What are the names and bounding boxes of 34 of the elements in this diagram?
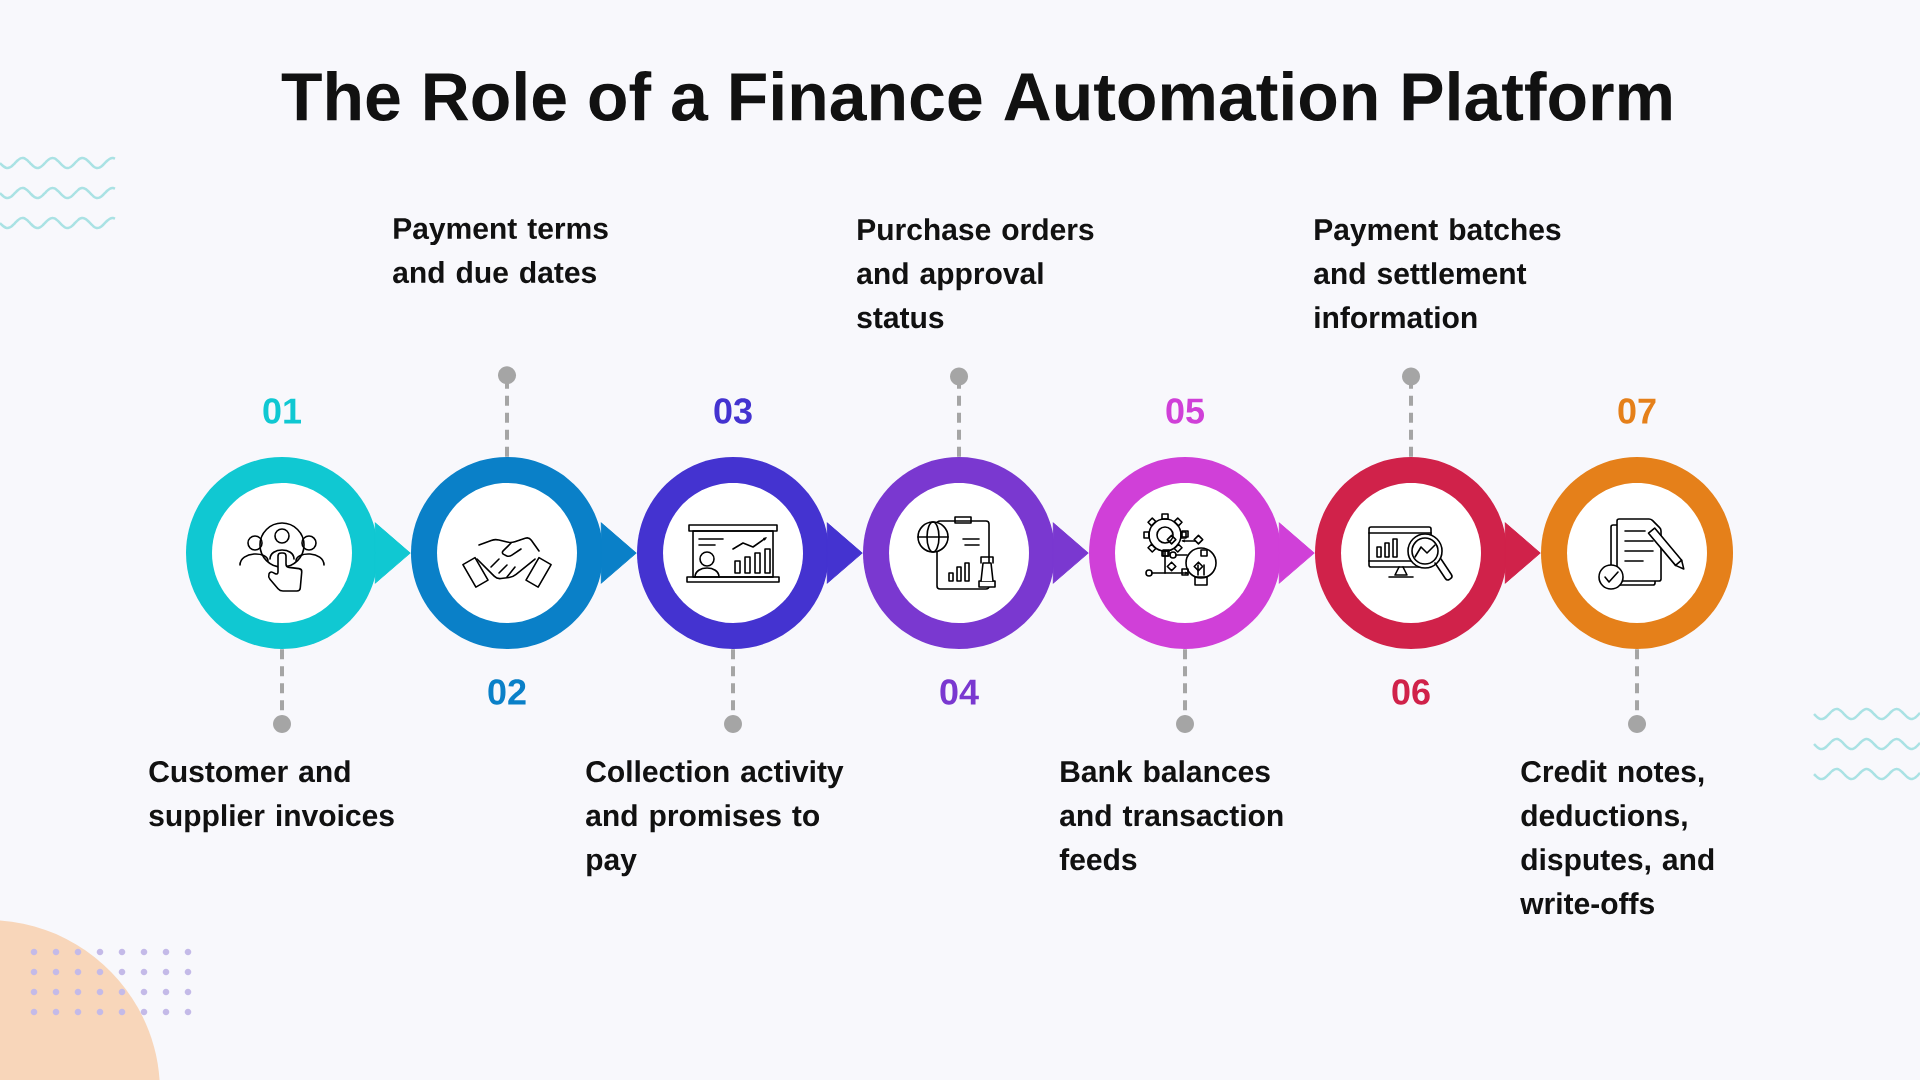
step-circle — [186, 457, 378, 649]
step-description: Collection activity and promises to pay — [586, 760, 844, 877]
leader-line — [950, 367, 968, 457]
leader-line — [1176, 649, 1194, 733]
step-circle — [1089, 457, 1281, 649]
pointer-arrow — [374, 522, 411, 584]
leader-line — [1628, 649, 1646, 733]
step-number: 02 — [488, 679, 526, 705]
step-description: Credit notes, deductions, disputes, and write-offs — [1520, 760, 1714, 915]
leader-line — [1402, 367, 1420, 457]
step-number: 03 — [714, 398, 752, 424]
leader-line — [273, 649, 291, 733]
step-description: Purchase orders and approval status — [857, 218, 1094, 329]
step-description: Customer and supplier invoices — [149, 760, 394, 833]
step-circle — [411, 457, 603, 649]
step-description: Bank balances and transaction feeds — [1059, 760, 1283, 871]
step-number: 04 — [940, 679, 979, 705]
pointer-arrow — [826, 522, 863, 584]
step-number: 05 — [1166, 398, 1204, 424]
leader-line — [498, 366, 516, 457]
leader-line — [724, 649, 742, 733]
step-description: Payment batches and settlement information — [1314, 218, 1561, 329]
step-number: 01 — [263, 398, 301, 424]
step-description: Payment terms and due dates — [393, 218, 608, 284]
pointer-arrow — [600, 522, 637, 584]
title: The Role of a Finance Automation Platform — [281, 71, 1671, 121]
step-number: 07 — [1618, 398, 1656, 424]
step-circle — [1315, 457, 1507, 649]
step-circle — [637, 457, 829, 649]
step-circle — [863, 457, 1055, 649]
pointer-arrow — [1278, 522, 1315, 584]
pointer-arrow — [1504, 522, 1541, 584]
pointer-arrow — [1052, 522, 1089, 584]
step-number: 06 — [1392, 679, 1430, 705]
